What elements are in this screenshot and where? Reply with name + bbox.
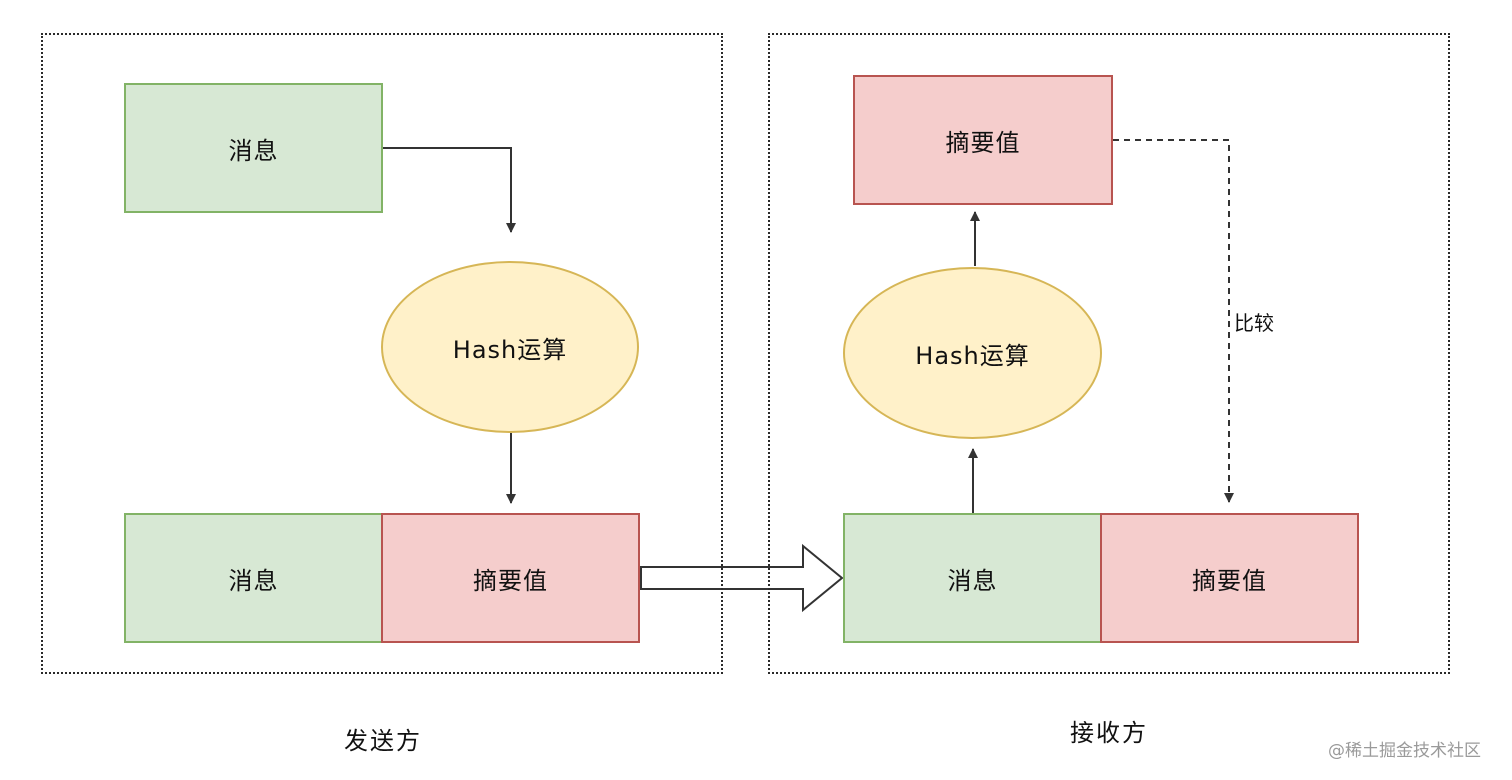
receiver-bottom-message-label: 消息 — [947, 566, 998, 595]
receiver-bottom-digest-box: 摘要值 — [1100, 513, 1359, 643]
sender-message-box: 消息 — [124, 83, 383, 213]
transfer-arrow — [640, 543, 844, 613]
watermark-text: @稀土掘金技术社区 — [1328, 741, 1481, 761]
compare-dashed-arrow — [1113, 139, 1234, 503]
sender-hash-label: Hash运算 — [452, 335, 568, 364]
sender-message-label: 消息 — [228, 136, 279, 165]
sender-bottom-message-box: 消息 — [124, 513, 383, 643]
receiver-top-digest-box: 摘要值 — [853, 75, 1113, 205]
receiver-caption: 接收方 — [1070, 719, 1148, 747]
receiver-bottom-digest-label: 摘要值 — [1192, 566, 1267, 595]
sender-bottom-digest-box: 摘要值 — [381, 513, 640, 643]
sender-caption: 发送方 — [344, 727, 422, 755]
compare-label: 比较 — [1230, 305, 1278, 338]
receiver-top-digest-label: 摘要值 — [945, 128, 1021, 157]
sender-bottom-digest-label: 摘要值 — [473, 566, 548, 595]
sender-hash-ellipse: Hash运算 — [381, 261, 639, 433]
receiver-hash-ellipse: Hash运算 — [843, 267, 1102, 439]
sender-message-to-hash-arrow — [383, 147, 516, 233]
sender-panel — [41, 33, 723, 674]
receiver-panel — [768, 33, 1450, 674]
sender-bottom-message-label: 消息 — [228, 566, 279, 595]
receiver-bottom-message-box: 消息 — [843, 513, 1102, 643]
receiver-hash-label: Hash运算 — [915, 341, 1030, 370]
